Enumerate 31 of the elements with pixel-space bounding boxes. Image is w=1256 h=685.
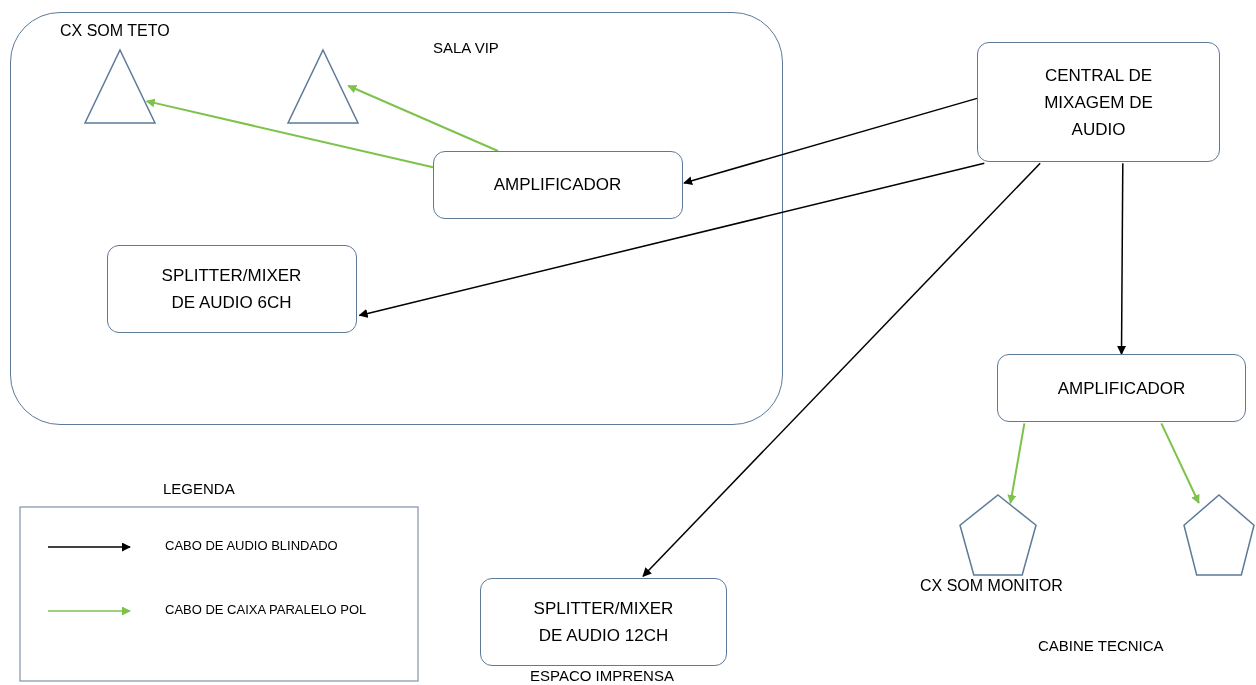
legend-text: CABO DE CAIXA PARALELO POL	[165, 602, 367, 617]
node-caption: CX SOM MONITOR	[920, 577, 1063, 595]
device-box	[106, 244, 357, 333]
cable-arrow	[347, 84, 499, 152]
cable-arrow	[1117, 162, 1127, 355]
device-label: AMPLIFICADOR	[493, 174, 622, 196]
device-box	[480, 578, 727, 666]
area-title: SALA VIP	[433, 39, 499, 56]
device-box	[977, 42, 1220, 162]
node-caption: CX SOM TETO	[60, 22, 170, 40]
cable-arrow	[1160, 422, 1200, 504]
speaker-pentagon	[959, 494, 1037, 576]
area-region	[10, 12, 783, 425]
cable-arrow	[1007, 422, 1026, 504]
legend-text: CABO DE AUDIO BLINDADO	[165, 538, 338, 553]
area-title: CABINE TECNICA	[1038, 637, 1164, 654]
device-label: SPLITTER/MIXER DE AUDIO 12CH	[533, 598, 674, 647]
cable-arrow	[358, 162, 986, 318]
area-title: ESPACO IMPRENSA	[530, 667, 674, 684]
speaker-triangle	[84, 49, 155, 123]
device-label: CENTRAL DE MIXAGEM DE AUDIO	[1043, 64, 1154, 141]
legend-title: LEGENDA	[163, 480, 235, 497]
device-label: AMPLIFICADOR	[1057, 377, 1186, 400]
cable-arrow	[683, 97, 978, 186]
speaker-triangle	[287, 49, 358, 123]
cable-arrow	[642, 162, 1041, 577]
device-box	[432, 150, 683, 219]
device-box	[997, 354, 1246, 422]
speaker-pentagon	[1183, 494, 1255, 576]
cable-arrow	[145, 98, 434, 169]
device-label: SPLITTER/MIXER DE AUDIO 6CH	[161, 264, 302, 314]
